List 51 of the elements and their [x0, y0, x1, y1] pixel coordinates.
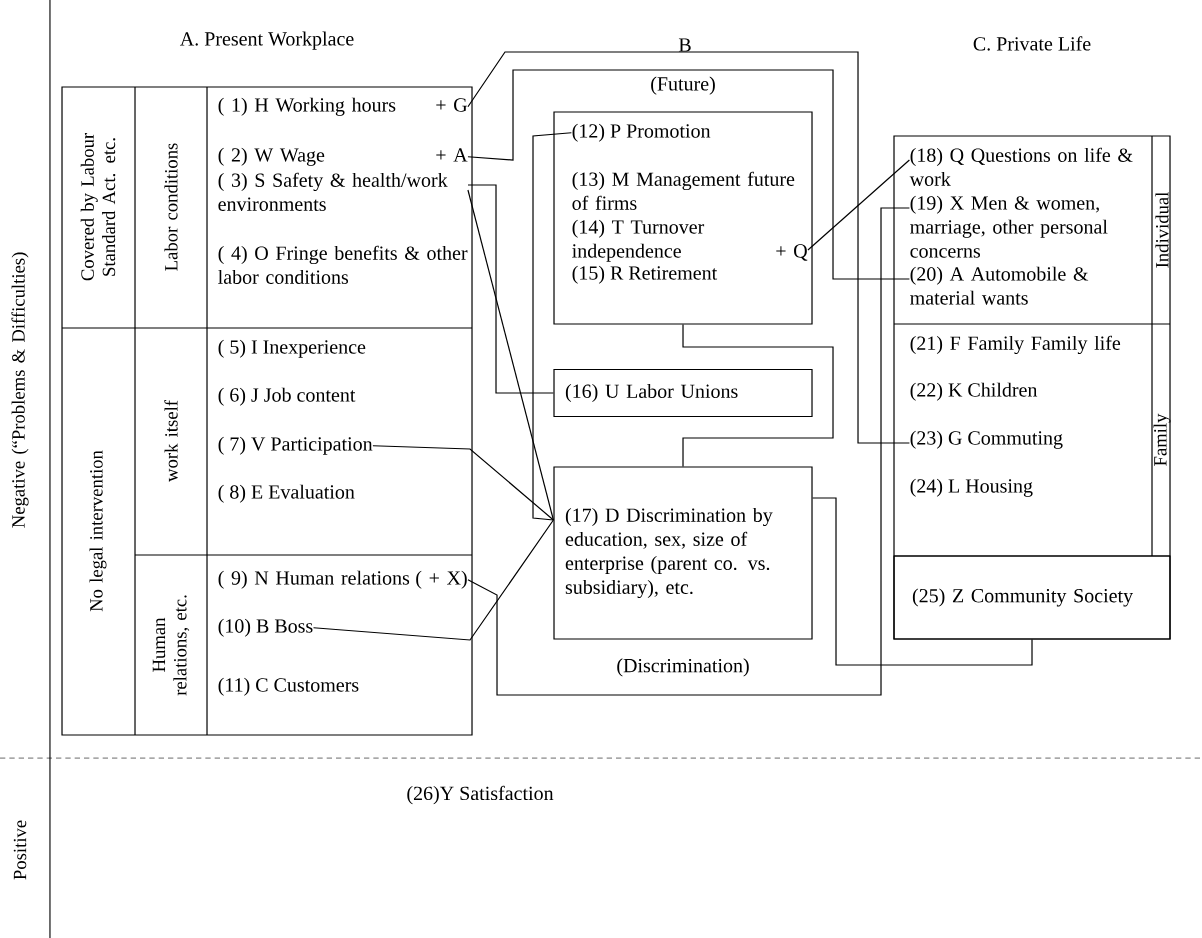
column-heading: B	[678, 38, 691, 52]
table-cell: (25) Z Community Society	[893, 555, 1171, 640]
connector-line	[312, 519, 554, 641]
connector-line	[372, 445, 554, 521]
connector-line	[812, 497, 1033, 666]
item-box: (16) U Labor Unions	[553, 368, 813, 418]
category-label: No legal intervention	[89, 450, 107, 612]
node-label: C. Private Life	[973, 36, 1091, 51]
item-text: (21) F Family Family life	[910, 335, 1121, 355]
item-text: (15) R Retirement	[572, 265, 718, 284]
connector-line	[467, 207, 910, 696]
item-text: (22) K Children	[910, 382, 1038, 401]
connector-line	[532, 132, 572, 521]
item-text: (20) A Automobile & material wants	[910, 266, 1089, 305]
item-text: (24) L Housing	[910, 478, 1033, 497]
node-label: (Discrimination)	[617, 658, 749, 677]
connector-line	[467, 69, 910, 280]
item-text: (10) B Boss	[218, 618, 313, 637]
connector-line	[467, 189, 554, 521]
item-text: (11) C Customers	[218, 677, 359, 696]
connector-line	[682, 324, 834, 467]
item-text: ( 3) S Safety & health/work environments	[218, 172, 448, 211]
node-label: (Future)	[651, 76, 715, 95]
item-text: ( 5) I Inexperience	[218, 339, 366, 358]
item-text: (23) G Commuting	[910, 430, 1063, 449]
category-label: Individual	[1155, 192, 1169, 268]
item-text: ( 2) W Wage + A	[218, 147, 468, 166]
connector-line	[807, 159, 910, 251]
item-text: ( 8) E Evaluation	[218, 484, 355, 503]
connector-line	[467, 184, 554, 394]
item-text: ( 1) H Working hours + G	[218, 97, 468, 116]
item-text: (18) Q Questions on life & work	[909, 147, 1133, 186]
item-text: ( 7) V Participation	[218, 436, 373, 455]
axis-label: Positive	[13, 820, 27, 880]
item-box: (17) D Discrimination by education, sex, size of enterprise (parent co. vs. subsidiary), etc. (Discrimination)	[553, 466, 813, 677]
category-label: Family	[1153, 413, 1171, 466]
category-label: Covered by Labour Standard Act. etc.	[80, 133, 116, 281]
item-text: ( 9) N Human relations ( + X)	[218, 570, 467, 589]
item-text: (19) X Men & women, marriage, other personal concerns	[910, 195, 1108, 258]
category-label: Labor conditions	[164, 143, 178, 271]
item-text: (13) M Management future of firms	[572, 171, 795, 210]
item-text: ( 4) O Fringe benefits & other labor conditions	[218, 245, 468, 284]
category-label: work itself	[164, 400, 178, 482]
axis-label: Negative (“Problems & Difficulties)	[11, 252, 29, 528]
item-text: (12) P Promotion	[572, 123, 711, 142]
node-label: A. Present Workplace	[179, 31, 354, 50]
category-label: Human relations, etc.	[152, 595, 190, 696]
connector-line	[467, 51, 910, 444]
item-text: (14) T Turnover independence + Q	[572, 219, 808, 262]
item-text: ( 6) J Job content	[218, 387, 356, 406]
satisfaction-label: (26)Y Satisfaction	[407, 785, 554, 805]
